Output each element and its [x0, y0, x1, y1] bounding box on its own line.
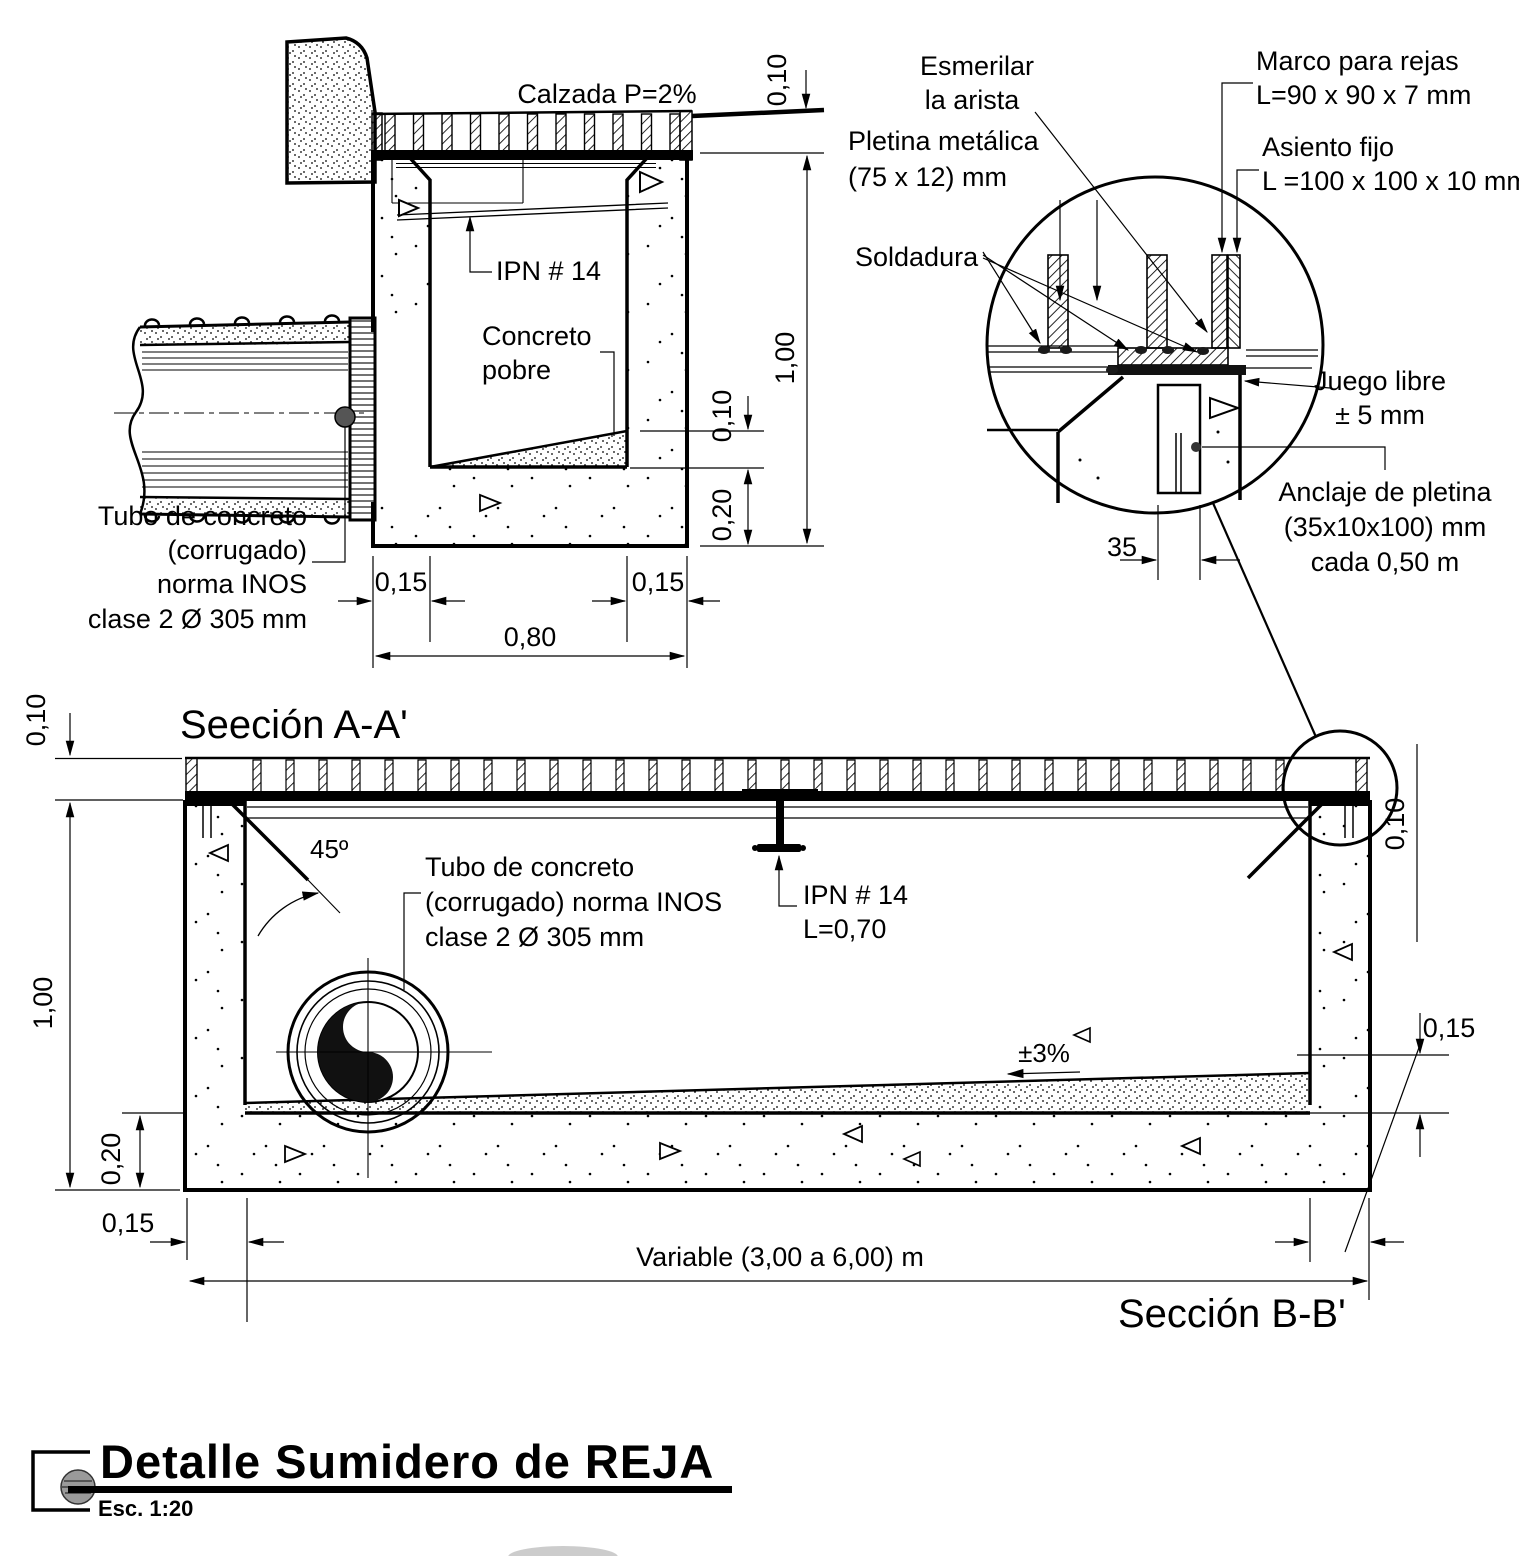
dim-aa-015-left: 0,15	[375, 567, 428, 597]
dim-bb-010-left: 0,10	[21, 694, 51, 747]
label-tubo-bb-2: (corrugado) norma INOS	[425, 887, 722, 917]
label-concreto-2: pobre	[482, 355, 551, 385]
label-juego-2: ± 5 mm	[1335, 400, 1425, 430]
dim-aa-100: 1,00	[770, 332, 800, 385]
label-anclaje-1: Anclaje de pletina	[1278, 477, 1492, 507]
drawing-title: Detalle Sumidero de REJA	[100, 1435, 714, 1488]
section-bb-title: Sección B-B'	[1118, 1292, 1346, 1336]
label-ipn-aa: IPN # 14	[496, 256, 601, 286]
dim-35: 35	[1107, 532, 1137, 562]
title-block: Detalle Sumidero de REJA Esc. 1:20	[31, 1435, 732, 1521]
dim-bb-010-right: 0,10	[1380, 798, 1410, 851]
dim-aa-015-right: 0,15	[632, 567, 685, 597]
dimensions-aa	[338, 70, 824, 668]
label-slope: ±3%	[1018, 1038, 1070, 1068]
label-tubo-bb-1: Tubo de concreto	[425, 852, 634, 882]
label-ipn-bb-2: L=0,70	[803, 914, 886, 944]
drawing-scale: Esc. 1:20	[98, 1496, 193, 1521]
label-concreto-1: Concreto	[482, 321, 592, 351]
labels: Calzada P=2% 0,10 1,00 0,10 0,20 IPN # 1…	[21, 46, 1519, 1336]
label-marco-1: Marco para rejas	[1256, 46, 1459, 76]
label-pletina-1: Pletina metálica	[848, 126, 1040, 156]
detail-circle	[982, 82, 1386, 738]
dim-aa-010-top: 0,10	[762, 54, 792, 107]
section-aa-drawing	[114, 36, 825, 563]
label-marco-2: L=90 x 90 x 7 mm	[1256, 80, 1471, 110]
dim-aa-080: 0,80	[504, 622, 557, 652]
label-soldadura: Soldadura	[855, 242, 979, 272]
dim-bb-015-bottom-left: 0,15	[102, 1208, 155, 1238]
label-tubo-aa-3: norma INOS	[157, 569, 307, 599]
label-pletina-2: (75 x 12) mm	[848, 162, 1007, 192]
dim-bb-020: 0,20	[96, 1133, 126, 1186]
dim-aa-020: 0,20	[707, 489, 737, 542]
label-tubo-aa-2: (corrugado)	[167, 535, 307, 565]
grate-bars-aa	[384, 113, 681, 152]
label-juego-1: Juego libre	[1314, 366, 1446, 396]
label-ipn-bb-1: IPN # 14	[803, 880, 908, 910]
label-tubo-aa-1: Tubo de concreto	[98, 501, 307, 531]
label-anclaje-2: (35x10x100) mm	[1284, 512, 1487, 542]
label-45-deg: 45º	[310, 834, 349, 864]
label-calzada: Calzada P=2%	[517, 79, 696, 109]
section-aa-title: Seeción A-A'	[180, 703, 408, 747]
dim-variable: Variable (3,00 a 6,00) m	[636, 1242, 924, 1272]
label-tubo-bb-3: clase 2 Ø 305 mm	[425, 922, 644, 952]
dim-bb-015-right: 0,15	[1423, 1013, 1476, 1043]
section-bb-drawing	[183, 729, 1399, 1192]
dim-aa-010-screed: 0,10	[707, 390, 737, 443]
sheet-edge-artifact	[508, 1546, 618, 1556]
label-asiento-1: Asiento fijo	[1262, 132, 1394, 162]
label-tubo-aa-4: clase 2 Ø 305 mm	[88, 604, 307, 634]
dim-bb-100: 1,00	[28, 977, 58, 1030]
label-anclaje-3: cada 0,50 m	[1311, 547, 1460, 577]
label-esmerilar-1: Esmerilar	[920, 51, 1034, 81]
dimensions-bb	[55, 713, 1449, 1322]
label-esmerilar-2: la arista	[925, 85, 1021, 115]
label-asiento-2: L =100 x 100 x 10 mm	[1262, 166, 1519, 196]
grate-bars-bb	[252, 759, 1285, 794]
